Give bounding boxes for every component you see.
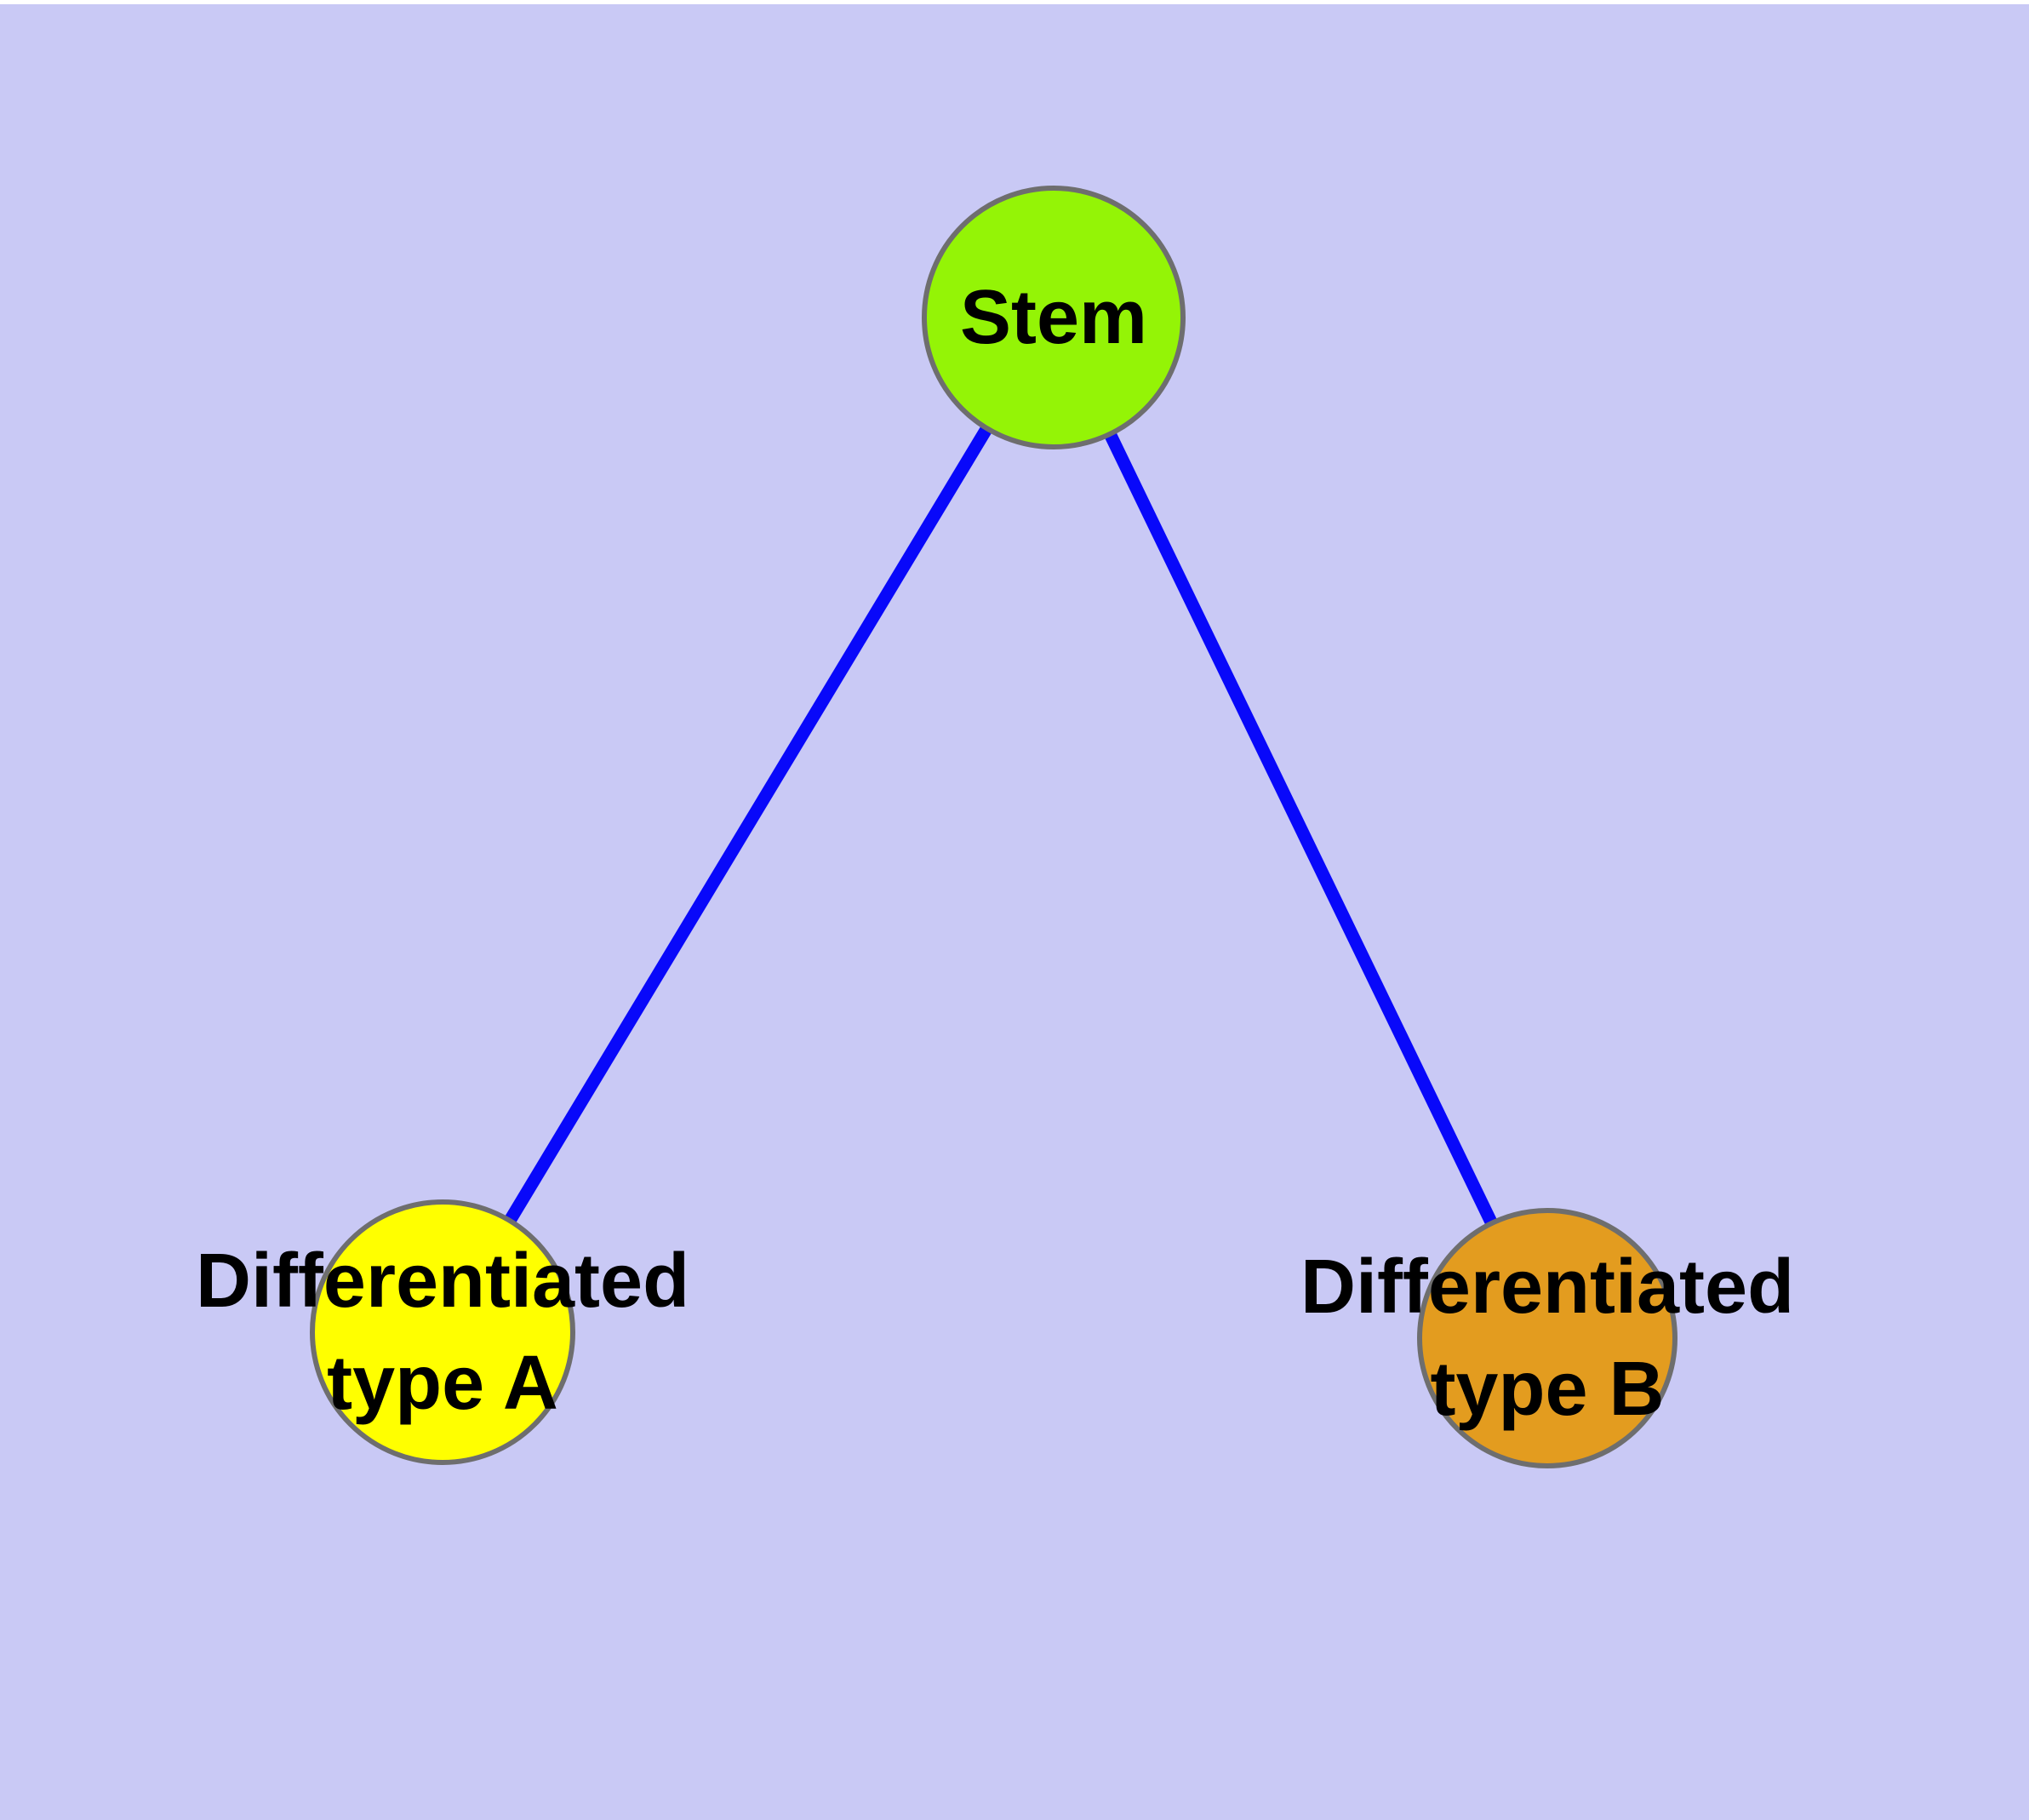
node-label-type-b-line2: type B: [1430, 1347, 1665, 1432]
node-label-type-a-line2: type A: [327, 1341, 558, 1426]
node-label-stem-text: Stem: [959, 275, 1148, 360]
node-label-type-a-line1: Differentiated: [195, 1239, 690, 1324]
node-label-differentiated-type-a: Differentiated type A: [196, 1230, 689, 1434]
edge-stem-to-type-b: [1048, 314, 1553, 1342]
node-label-differentiated-type-b: Differentiated type B: [1300, 1236, 1794, 1440]
node-label-type-b-line1: Differentiated: [1300, 1245, 1795, 1330]
page-top-margin: [0, 0, 2029, 4]
node-stem: [922, 186, 1186, 449]
node-label-stem: Stem: [960, 266, 1147, 369]
node-differentiated-type-a: [310, 1199, 575, 1465]
node-differentiated-type-b: [1417, 1208, 1677, 1468]
edge-stem-to-type-a: [437, 314, 1060, 1336]
